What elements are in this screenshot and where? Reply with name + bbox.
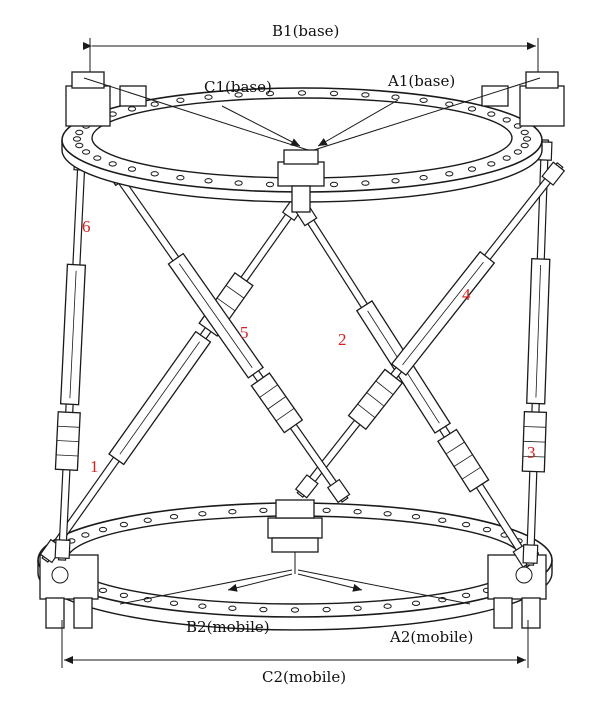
- ring-hole: [93, 155, 102, 161]
- ring-hole: [81, 532, 90, 538]
- strut: [39, 196, 306, 564]
- strut: [104, 161, 351, 504]
- strut-number-3: 3: [527, 443, 536, 462]
- ring-hole: [513, 149, 523, 155]
- ring-hole: [108, 161, 117, 167]
- ring-hole: [169, 514, 179, 520]
- ring-hole: [445, 171, 454, 177]
- ring-hole: [98, 587, 108, 594]
- strut-number-2: 2: [338, 330, 347, 349]
- ring-hole: [176, 97, 185, 104]
- ring-hole: [467, 106, 477, 112]
- label-a2: A2(mobile): [389, 628, 473, 646]
- ring-hole: [329, 181, 339, 188]
- ring-hole: [329, 90, 339, 97]
- ring-hole: [467, 166, 477, 172]
- strut-number-5: 5: [240, 323, 249, 342]
- ring-hole: [411, 514, 421, 520]
- lower-right-mount: [487, 554, 547, 629]
- ring-hole: [82, 149, 91, 155]
- ring-hole: [290, 607, 300, 613]
- label-b2: B2(mobile): [186, 618, 270, 636]
- strut: [294, 161, 566, 499]
- ring-hole: [204, 94, 213, 100]
- ring-hole: [391, 94, 400, 100]
- ring-hole: [150, 101, 159, 107]
- ring-hole: [265, 181, 275, 188]
- ring-hole: [198, 603, 207, 609]
- ring-hole: [176, 175, 185, 181]
- ring-hole: [119, 592, 129, 599]
- ring-hole: [383, 511, 392, 517]
- ring-hole: [265, 90, 275, 97]
- ring-hole: [228, 605, 237, 611]
- ring-hole: [143, 517, 152, 523]
- ring-hole: [522, 136, 532, 142]
- ring-hole: [75, 142, 84, 149]
- ring-hole: [383, 603, 392, 609]
- ring-hole: [502, 155, 511, 161]
- dimension-c2: [61, 620, 529, 668]
- dimension-b1: [83, 38, 539, 80]
- ring-hole: [419, 175, 428, 181]
- ring-hole: [322, 606, 331, 613]
- lower-left-mount: [39, 554, 99, 629]
- ring-hole: [259, 606, 268, 613]
- base-measure-lines: [83, 77, 541, 151]
- ring-hole: [127, 106, 137, 112]
- strut-number-1: 1: [90, 457, 99, 476]
- ring-hole: [169, 600, 179, 606]
- label-b1: B1(base): [272, 22, 339, 40]
- ring-hole: [520, 129, 529, 136]
- mobile-ring: [37, 502, 553, 631]
- ring-hole: [419, 97, 428, 104]
- struts: [39, 139, 566, 568]
- ring-hole: [150, 171, 159, 177]
- ring-hole: [322, 507, 331, 514]
- strut-numbers: 1 2 3 4 5 6: [82, 217, 536, 476]
- strut: [521, 139, 553, 566]
- lower-center-mount: [267, 499, 323, 553]
- ring-hole: [98, 526, 108, 533]
- ring-hole: [487, 111, 496, 117]
- ring-hole: [462, 521, 471, 528]
- ring-hole: [228, 509, 237, 515]
- ring-hole: [520, 142, 529, 149]
- upper-right-mount: [481, 71, 565, 127]
- ring-hole: [361, 180, 370, 186]
- ring-hole: [75, 129, 84, 136]
- ring-hole: [198, 511, 207, 517]
- label-c1: C1(base): [204, 78, 272, 96]
- ring-hole: [411, 600, 421, 606]
- ring-hole: [234, 92, 243, 98]
- ring-hole: [487, 161, 496, 167]
- strut-number-6: 6: [82, 217, 91, 236]
- strut-number-4: 4: [462, 285, 471, 304]
- ring-hole: [259, 507, 268, 514]
- ring-hole: [204, 178, 213, 184]
- ring-hole: [127, 166, 137, 172]
- base-ring: [61, 87, 543, 203]
- ring-hole: [391, 178, 400, 184]
- ring-hole: [502, 117, 511, 123]
- ring-hole: [234, 180, 243, 186]
- upper-left-mount: [65, 71, 147, 127]
- ring-hole: [462, 592, 471, 599]
- ring-hole: [353, 509, 362, 515]
- ring-hole: [297, 90, 307, 96]
- label-a1: A1(base): [387, 72, 455, 90]
- upper-front-mount: [277, 149, 325, 213]
- ring-hole: [119, 521, 129, 528]
- ring-hole: [438, 517, 447, 523]
- ring-hole: [361, 92, 370, 98]
- ring-hole: [353, 605, 362, 611]
- label-c2: C2(mobile): [262, 668, 346, 686]
- ring-hole: [72, 136, 82, 142]
- ring-hole: [482, 526, 492, 533]
